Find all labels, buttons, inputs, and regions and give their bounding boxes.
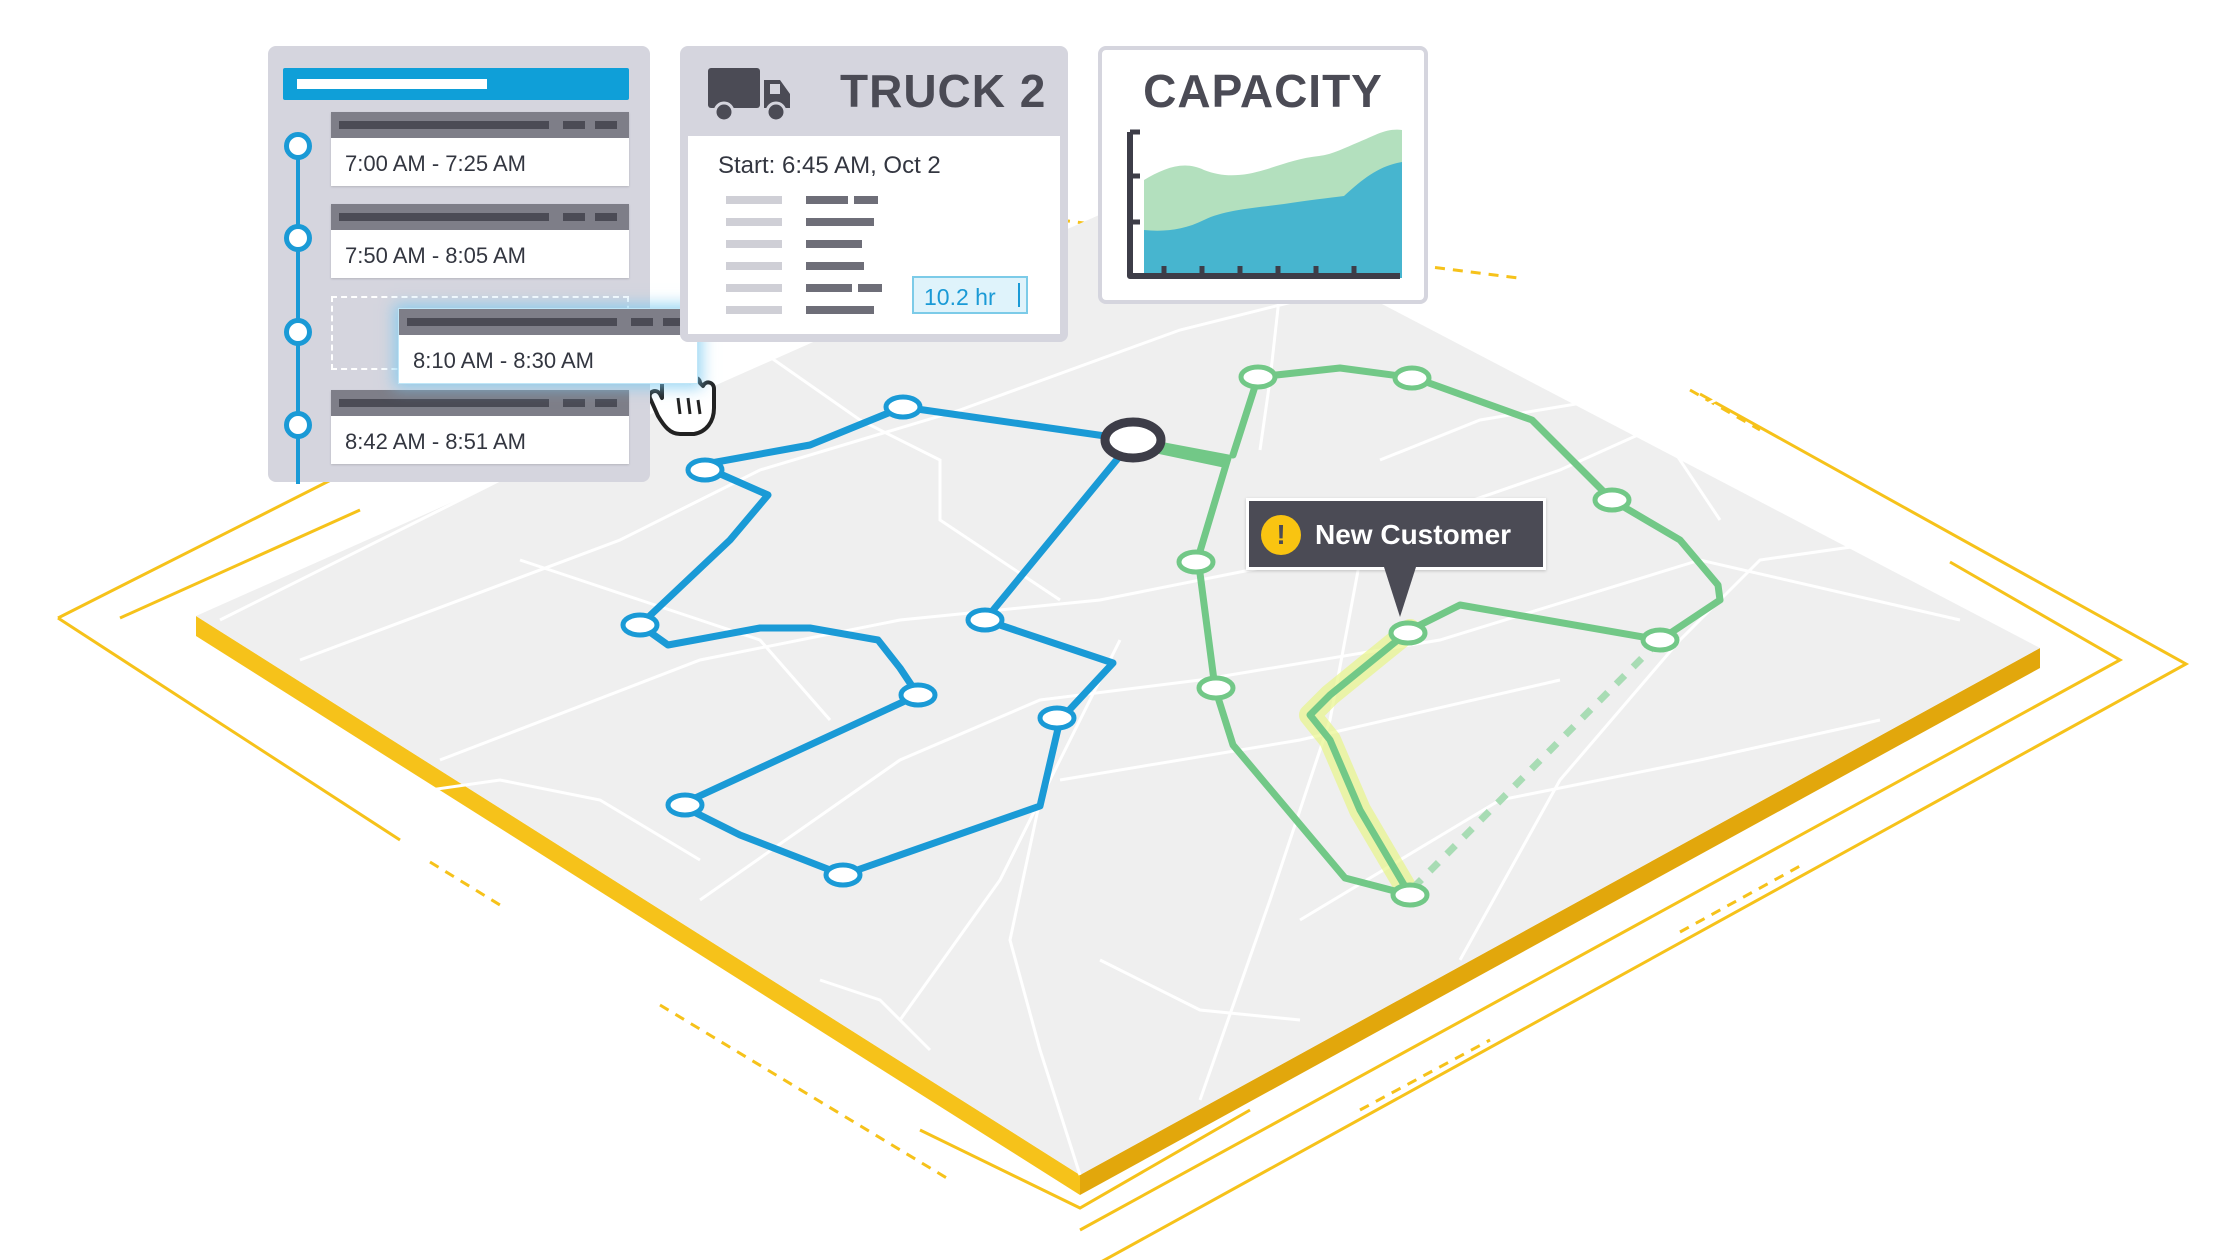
capacity-panel: CAPACITY — [1098, 46, 1428, 304]
timeline-dot — [284, 132, 312, 160]
dragged-schedule-slot[interactable]: 8:10 AM - 8:30 AM — [398, 308, 698, 384]
schedule-header — [283, 68, 629, 100]
slot-time: 7:00 AM - 7:25 AM — [345, 151, 526, 176]
schedule-panel: 7:00 AM - 7:25 AM 7:50 AM - 8:05 AM 8:42… — [268, 46, 650, 484]
truck-start-time: Start: 6:45 AM, Oct 2 — [718, 152, 941, 179]
timeline-dot — [284, 411, 312, 439]
route-stop[interactable] — [1592, 487, 1632, 513]
truck-icon — [708, 68, 790, 123]
slot-time: 8:42 AM - 8:51 AM — [345, 429, 526, 454]
hours-field[interactable]: 10.2 hr — [912, 276, 1028, 314]
capacity-title: CAPACITY — [1143, 65, 1383, 117]
warning-icon: ! — [1261, 515, 1301, 555]
route-stop[interactable] — [1640, 627, 1680, 653]
route-stop[interactable] — [685, 457, 725, 483]
route-stop[interactable] — [965, 607, 1005, 633]
hours-value: 10.2 hr — [924, 284, 996, 310]
route-stop[interactable] — [898, 682, 938, 708]
truck-title: TRUCK 2 — [840, 65, 1047, 117]
capacity-chart — [1127, 129, 1402, 279]
schedule-slot[interactable]: 7:50 AM - 8:05 AM — [331, 204, 629, 278]
timeline-dot — [284, 318, 312, 346]
route-stop[interactable] — [620, 612, 660, 638]
truck-panel: TRUCK 2 Start: 6:45 AM, Oct 2 10.2 hr — [680, 46, 1068, 342]
depot-marker[interactable] — [1100, 417, 1166, 463]
route-stop[interactable] — [1196, 675, 1236, 701]
route-stop[interactable] — [1390, 882, 1430, 908]
truck-details: Start: 6:45 AM, Oct 2 10.2 hr — [688, 136, 1060, 334]
schedule-slot[interactable]: 8:42 AM - 8:51 AM — [331, 390, 629, 464]
route-stop[interactable] — [823, 862, 863, 888]
blue-route — [620, 394, 1137, 888]
map-slab — [196, 188, 2040, 1195]
route-stop[interactable] — [1388, 620, 1428, 646]
slot-time: 7:50 AM - 8:05 AM — [345, 243, 526, 268]
route-stop[interactable] — [1392, 365, 1432, 391]
route-stop[interactable] — [883, 394, 923, 420]
route-stop[interactable] — [665, 792, 705, 818]
timeline-line — [296, 144, 300, 484]
green-route — [1129, 364, 1724, 908]
route-stop[interactable] — [1238, 364, 1278, 390]
frame-lines — [57, 218, 2190, 1260]
slot-time: 8:10 AM - 8:30 AM — [413, 348, 594, 373]
callout-pointer — [1384, 567, 1416, 617]
route-stop[interactable] — [1176, 549, 1216, 575]
new-customer-callout: ! New Customer — [1246, 498, 1546, 570]
route-stop[interactable] — [1037, 705, 1077, 731]
timeline-dot — [284, 224, 312, 252]
schedule-slot[interactable]: 7:00 AM - 7:25 AM — [331, 112, 629, 186]
callout-label: New Customer — [1315, 519, 1512, 550]
